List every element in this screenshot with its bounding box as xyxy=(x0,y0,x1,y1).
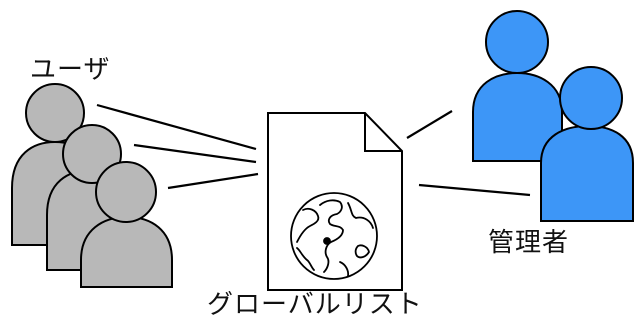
globe-icon xyxy=(290,192,378,280)
user-icon xyxy=(80,161,173,288)
admin-icon xyxy=(472,10,563,162)
admin-connector-1 xyxy=(406,110,453,139)
user-icon-group xyxy=(11,83,173,288)
document-icon xyxy=(267,112,403,291)
user-connector-3 xyxy=(167,172,259,190)
user-connector-2 xyxy=(133,143,257,164)
admin-connector-2 xyxy=(418,183,531,197)
global-list-label: グローバルリスト xyxy=(207,290,423,320)
connector-lines xyxy=(96,103,531,197)
users-label: ユーザ xyxy=(30,55,111,85)
admin-icon xyxy=(540,66,634,222)
admins-label: 管理者 xyxy=(488,228,570,258)
user-connector-1 xyxy=(96,103,257,151)
admin-icon-group xyxy=(472,10,634,222)
